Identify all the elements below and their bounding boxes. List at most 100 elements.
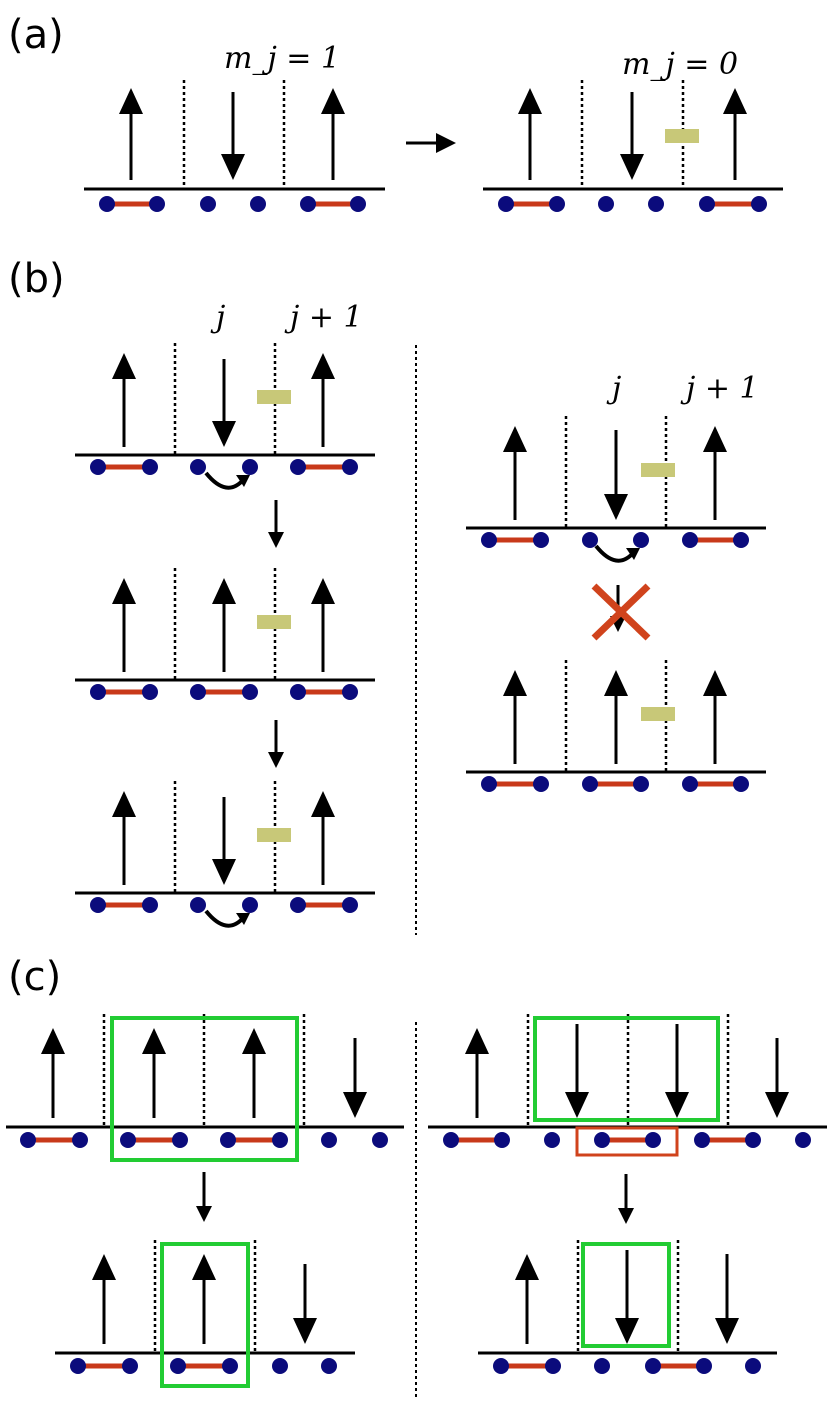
lattice-site bbox=[733, 532, 749, 548]
lattice-site bbox=[72, 1132, 88, 1148]
domain-wall-defect bbox=[257, 390, 291, 404]
transition-arrow-head bbox=[268, 532, 284, 548]
spin-up-arrow-head bbox=[703, 426, 727, 452]
lattice-site bbox=[222, 1358, 238, 1374]
lattice-site bbox=[494, 1132, 510, 1148]
spin-up-arrow-head bbox=[311, 353, 335, 379]
lattice-site bbox=[190, 684, 206, 700]
lattice-site bbox=[633, 532, 649, 548]
spin-down-arrow-head bbox=[620, 154, 644, 180]
spin-up-arrow-head bbox=[604, 670, 628, 696]
lattice-site bbox=[582, 532, 598, 548]
lattice-site bbox=[493, 1358, 509, 1374]
hopping-arc-head bbox=[236, 913, 250, 925]
lattice-site bbox=[300, 196, 316, 212]
domain-wall-defect bbox=[665, 129, 699, 143]
lattice-site bbox=[242, 459, 258, 475]
block-frame bbox=[160, 1242, 250, 1388]
lattice-site bbox=[20, 1132, 36, 1148]
lattice-site bbox=[795, 1132, 811, 1148]
lattice-site bbox=[142, 684, 158, 700]
lattice-site bbox=[342, 459, 358, 475]
lattice-site bbox=[443, 1132, 459, 1148]
lattice-site bbox=[745, 1132, 761, 1148]
spin-up-arrow-head bbox=[723, 88, 747, 114]
lattice-site bbox=[290, 684, 306, 700]
transition-arrow-head bbox=[436, 133, 456, 153]
domain-wall-defect bbox=[641, 463, 675, 477]
lattice-site bbox=[190, 897, 206, 913]
panel-b-right-index-j: j bbox=[606, 371, 621, 406]
lattice-site bbox=[549, 196, 565, 212]
spin-down-arrow-head bbox=[604, 494, 628, 520]
transition-arrow-head bbox=[196, 1206, 212, 1222]
lattice-site bbox=[372, 1132, 388, 1148]
spin-up-arrow-head bbox=[515, 1254, 539, 1280]
lattice-site bbox=[582, 776, 598, 792]
spin-up-arrow-head bbox=[142, 1028, 166, 1054]
spin-up-arrow-head bbox=[311, 578, 335, 604]
spin-down-arrow-head bbox=[293, 1318, 317, 1344]
spin-down-arrow-head bbox=[715, 1318, 739, 1344]
lattice-site bbox=[745, 1358, 761, 1374]
spin-up-arrow-head bbox=[321, 88, 345, 114]
lattice-site bbox=[321, 1358, 337, 1374]
lattice-site bbox=[272, 1358, 288, 1374]
lattice-site bbox=[696, 1358, 712, 1374]
lattice-site bbox=[90, 684, 106, 700]
lattice-site bbox=[648, 196, 664, 212]
lattice-site bbox=[321, 1132, 337, 1148]
lattice-site bbox=[70, 1358, 86, 1374]
spin-up-arrow-head bbox=[112, 791, 136, 817]
hopping-arc-head bbox=[626, 548, 640, 560]
spin-up-arrow-head bbox=[112, 353, 136, 379]
spin-down-arrow-head bbox=[212, 859, 236, 885]
spin-up-arrow-head bbox=[703, 670, 727, 696]
lattice-site bbox=[142, 459, 158, 475]
lattice-site bbox=[250, 196, 266, 212]
dimer-frame bbox=[575, 1126, 679, 1157]
lattice-site bbox=[142, 897, 158, 913]
spin-up-arrow-head bbox=[503, 670, 527, 696]
spin-up-arrow-head bbox=[311, 791, 335, 817]
domain-wall-defect bbox=[641, 707, 675, 721]
lattice-site bbox=[272, 1132, 288, 1148]
lattice-site bbox=[694, 1132, 710, 1148]
panel-c-label: (c) bbox=[8, 954, 61, 1000]
panel-b-left-index-j1: j + 1 bbox=[284, 300, 363, 335]
lattice-site bbox=[149, 196, 165, 212]
lattice-site bbox=[172, 1132, 188, 1148]
hopping-arc-head bbox=[236, 475, 250, 487]
spin-up-arrow-head bbox=[503, 426, 527, 452]
lattice-site bbox=[242, 684, 258, 700]
spin-down-arrow-head bbox=[565, 1092, 589, 1118]
lattice-site bbox=[290, 459, 306, 475]
lattice-site bbox=[545, 1358, 561, 1374]
lattice-site bbox=[751, 196, 767, 212]
lattice-site bbox=[645, 1132, 661, 1148]
lattice-site bbox=[533, 532, 549, 548]
lattice-site bbox=[200, 196, 216, 212]
domain-wall-defect bbox=[257, 828, 291, 842]
lattice-site bbox=[90, 897, 106, 913]
lattice-site bbox=[699, 196, 715, 212]
lattice-site bbox=[290, 897, 306, 913]
spin-up-arrow-head bbox=[119, 88, 143, 114]
spin-down-arrow-head bbox=[212, 421, 236, 447]
panel-a-label: (a) bbox=[8, 12, 64, 58]
diagram-drawing bbox=[6, 80, 827, 1398]
spin-down-arrow-head bbox=[615, 1318, 639, 1344]
spin-up-arrow-head bbox=[212, 578, 236, 604]
spin-down-arrow-head bbox=[765, 1092, 789, 1118]
lattice-site bbox=[481, 532, 497, 548]
lattice-site bbox=[170, 1358, 186, 1374]
lattice-site bbox=[594, 1358, 610, 1374]
lattice-site bbox=[498, 196, 514, 212]
lattice-site bbox=[120, 1132, 136, 1148]
lattice-site bbox=[481, 776, 497, 792]
lattice-site bbox=[220, 1132, 236, 1148]
lattice-site bbox=[122, 1358, 138, 1374]
block-frame bbox=[533, 1016, 720, 1122]
transition-arrow-head bbox=[268, 752, 284, 768]
